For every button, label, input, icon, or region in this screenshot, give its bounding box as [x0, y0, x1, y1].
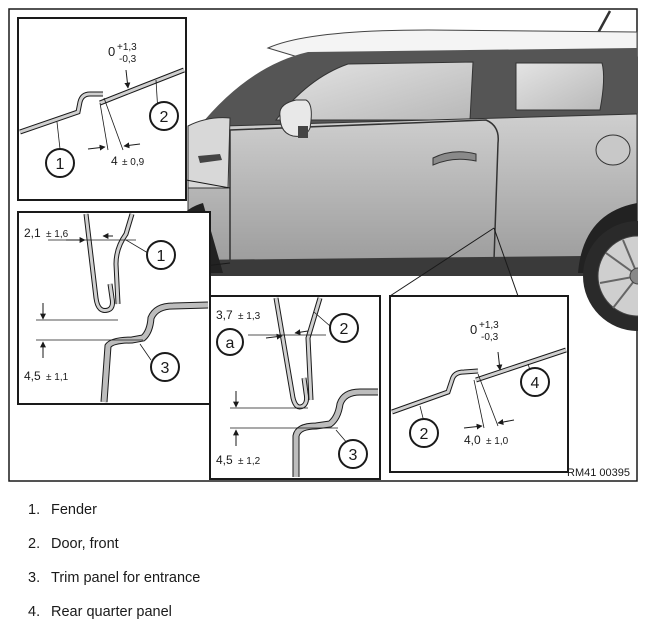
ml-bottom-main: 4,5 — [24, 369, 41, 383]
car-illustration — [163, 10, 638, 331]
bm-top-main: 3,7 — [216, 308, 233, 322]
detail-panel-fender-trim: 2,1 ± 1,6 4,5 ± 1,1 1 3 — [17, 211, 211, 405]
legend-item-label: Fender — [51, 502, 97, 518]
illustration-canvas: 0 +1,3 -0,3 4 ± 0,9 1 2 2,1 — [8, 8, 638, 482]
legend-item-fender: 1. Fender — [28, 500, 628, 534]
bm-bottom-main: 4,5 — [216, 453, 233, 467]
legend-item-label: Trim panel for entrance — [51, 570, 201, 586]
tl-width-tol: ± 0,9 — [122, 157, 145, 168]
legend-item-door-front: 2. Door, front — [28, 534, 628, 568]
br-gap-plus: +1,3 — [479, 320, 499, 331]
callout-3-ml: 3 — [161, 360, 170, 377]
br-width-tol: ± 1,0 — [486, 436, 509, 447]
callout-1-ml: 1 — [157, 248, 166, 265]
ml-top-main: 2,1 — [24, 226, 41, 240]
bm-top-tol: ± 1,3 — [238, 311, 261, 322]
legend-item-number: 4. — [28, 604, 41, 620]
parts-legend: 1. Fender 2. Door, front 3. Trim panel f… — [28, 500, 628, 636]
br-gap-minus: -0,3 — [481, 332, 499, 343]
legend-item-number: 2. — [28, 536, 41, 552]
br-gap-main: 0 — [470, 322, 477, 337]
callout-2-tl: 2 — [160, 109, 169, 126]
detail-panel-door-quarter: 0 +1,3 -0,3 4,0 ± 1,0 2 4 — [389, 295, 569, 473]
br-width-main: 4,0 — [464, 433, 481, 447]
tl-gap-minus: -0,3 — [119, 54, 137, 65]
tl-width-main: 4 — [111, 154, 118, 168]
callout-a: a — [226, 335, 235, 352]
callout-4-br: 4 — [531, 375, 540, 392]
ml-bottom-tol: ± 1,1 — [46, 372, 69, 383]
legend-item-label: Door, front — [51, 536, 119, 552]
tl-gap-main: 0 — [108, 44, 115, 59]
tl-gap-plus: +1,3 — [117, 42, 137, 53]
detail-panel-fender-door-top: 0 +1,3 -0,3 4 ± 0,9 1 2 — [17, 17, 187, 201]
callout-2-br: 2 — [420, 426, 429, 443]
detail-panel-door-trim: 3,7 ± 1,3 4,5 ± 1,2 a 2 3 — [209, 295, 381, 480]
legend-item-number: 1. — [28, 502, 41, 518]
legend-item-rear-quarter: 4. Rear quarter panel — [28, 602, 628, 636]
legend-item-label: Rear quarter panel — [51, 604, 172, 620]
figure-ref-code: RM41 00395 — [567, 467, 630, 479]
ml-top-tol: ± 1,6 — [46, 229, 69, 240]
callout-1-tl: 1 — [56, 156, 65, 173]
callout-3-bm: 3 — [349, 447, 358, 464]
legend-item-trim-panel: 3. Trim panel for entrance — [28, 568, 628, 602]
bm-bottom-tol: ± 1,2 — [238, 456, 261, 467]
legend-item-number: 3. — [28, 570, 41, 586]
technical-illustration: 0 +1,3 -0,3 4 ± 0,9 1 2 2,1 — [8, 8, 638, 482]
callout-2-bm: 2 — [340, 321, 349, 338]
